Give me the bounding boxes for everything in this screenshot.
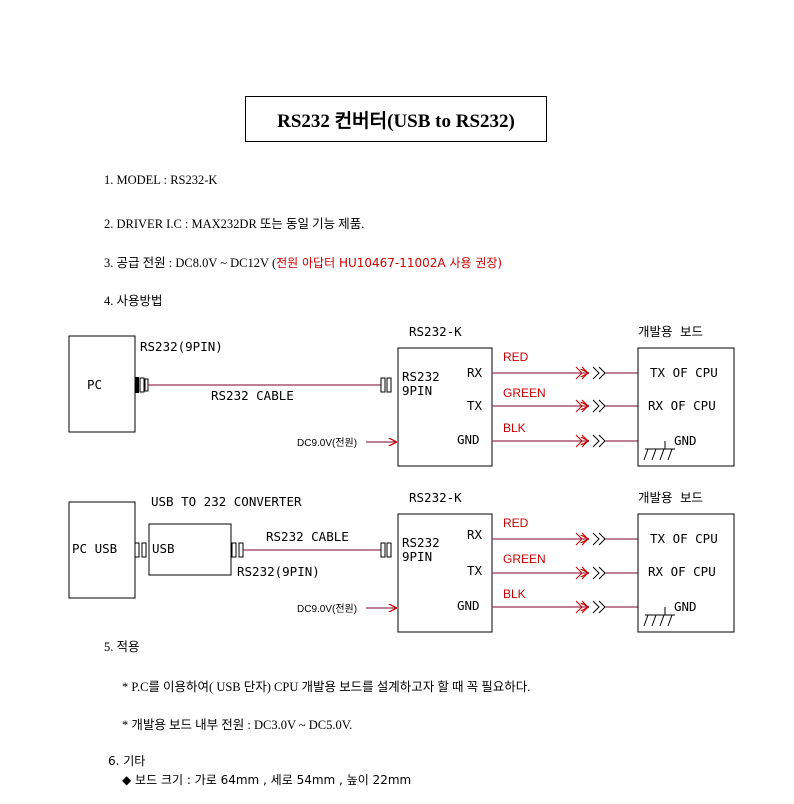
module-port-2: 9PIN [402,383,432,398]
power-input-label: DC9.0V(전원) [297,437,357,449]
ground-symbol [643,441,675,461]
application-item-2: * 개발용 보드 내부 전원 : DC3.0V ~ DC5.0V. [122,718,353,732]
converter-connector [231,542,237,558]
module-connector-2 [380,542,386,558]
other-heading: 6. 기타 [108,754,146,768]
spec-power-prefix: 3. 공급 전원 : DC8.0V ~ DC12V ( [104,256,277,270]
wire-label-green-2: GREEN [503,552,546,566]
pc-connector-plug [139,377,145,393]
wire-label-blk: BLK [503,421,526,435]
module-connector [380,377,386,393]
connector-symbol-tx-2 [592,566,606,580]
pc-connector [135,377,139,393]
board-tx: TX OF CPU [650,365,718,380]
other-item-1: ◆ 보드 크기 : 가로 64mm , 세로 54mm , 높이 22mm [122,773,412,787]
gnd-pin: GND [457,432,480,447]
usb-label: USB [152,541,175,556]
spec-model: 1. MODEL : RS232-K [104,173,218,187]
board-title: 개발용 보드 [638,324,703,339]
module-port-2-2: 9PIN [402,549,432,564]
board-title-2: 개발용 보드 [638,490,703,505]
rx-pin: RX [467,365,483,380]
diagram-2: USB TO 232 CONVERTER PC USB USB RS232 CA… [68,490,735,633]
pc-label: PC [87,377,102,392]
module-port-1: RS232 [402,369,440,384]
cable-label: RS232 CABLE [211,388,294,403]
wire-label-blk-2: BLK [503,587,526,601]
wire-label-red: RED [503,350,529,364]
board-box [637,347,735,467]
document-title: RS232 컨버터(USB to RS232) [245,96,547,142]
board-gnd: GND [674,433,697,448]
module-box-2 [397,513,493,633]
tx-pin-2: TX [467,563,483,578]
pin-label-2: RS232(9PIN) [237,564,320,579]
connector-symbol-tx [592,399,606,413]
pc-usb-label: PC USB [72,541,117,556]
usb-converter-box [148,523,232,576]
ground-symbol-2 [643,607,675,627]
board-gnd-2: GND [674,599,697,614]
tx-pin: TX [467,398,483,413]
pc-box [68,335,136,433]
spec-power-note: 전원 아답터 HU10467-11002A 사용 권장) [276,256,503,270]
connector-symbol-rx-2 [592,532,606,546]
wire-label-green: GREEN [503,386,546,400]
connector-symbol-gnd-2 [592,600,606,614]
wire-label-red-2: RED [503,516,529,530]
module-title-2: RS232-K [409,490,462,505]
board-tx-2: TX OF CPU [650,531,718,546]
cable-label-2: RS232 CABLE [266,529,349,544]
spec-driver: 2. DRIVER I.C : MAX232DR 또는 동일 기능 제품. [104,217,365,231]
board-rx: RX OF CPU [648,398,716,413]
connector-symbol-rx [592,366,606,380]
board-rx-2: RX OF CPU [648,564,716,579]
application-heading: 5. 적용 [104,640,140,654]
pc-usb-box [68,501,136,599]
power-input-label-2: DC9.0V(전원) [297,603,357,615]
usb-port [134,542,140,558]
connector-symbol-gnd [592,434,606,448]
pin-label: RS232(9PIN) [140,339,223,354]
board-box-2 [637,513,735,633]
spec-power: 3. 공급 전원 : DC8.0V ~ DC12V (전원 아답터 HU1046… [104,252,502,271]
diagram-1: PC RS232(9PIN) RS232 CABLE RS232-K RS232… [68,324,735,467]
converter-title: USB TO 232 CONVERTER [151,494,302,509]
spec-usage: 4. 사용방법 [104,294,163,308]
module-box [397,347,493,467]
module-title: RS232-K [409,324,462,339]
rx-pin-2: RX [467,527,483,542]
gnd-pin-2: GND [457,598,480,613]
module-port-1-2: RS232 [402,535,440,550]
application-item-1: * P.C를 이용하여( USB 단자) CPU 개발용 보드를 설계하고자 할… [122,680,531,694]
